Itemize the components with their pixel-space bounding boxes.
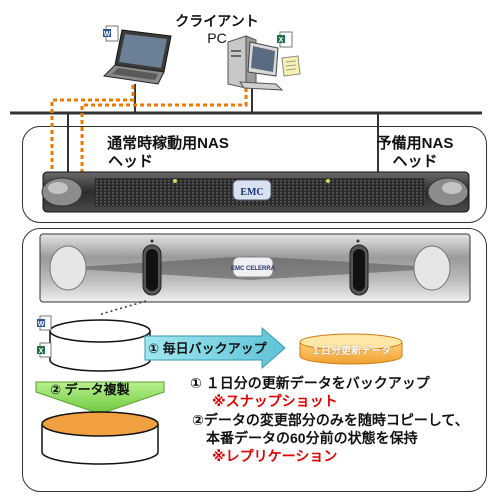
backup-arrow <box>144 326 286 370</box>
desc-item1: ① １日分の更新データをバックアップ <box>190 375 430 391</box>
backup-arrow-label: ① 毎日バックアップ <box>148 341 267 356</box>
client-data-path <box>50 85 248 176</box>
celerra-logo: EMC CELERRA <box>231 266 276 272</box>
standby-nas-label-line1: 予備用NAS <box>376 135 454 152</box>
snapshot-disk <box>299 333 403 365</box>
svg-text:X: X <box>39 348 44 355</box>
replicate-arrow-label: ② データ複製 <box>50 382 130 397</box>
laptop-icon <box>102 29 172 85</box>
nas-head-rack <box>41 171 470 213</box>
desc-item2-line2: 本番データの60分前の状態を保持 <box>206 430 418 446</box>
notepad-icon <box>281 55 301 77</box>
word-doc-icon: W <box>103 25 119 42</box>
network-bus <box>10 84 482 177</box>
svg-text:W: W <box>38 321 45 328</box>
replica-disk <box>41 411 159 465</box>
desc-item2-note: ※レプリケーション <box>212 448 338 464</box>
emc-logo: EMC <box>240 187 263 198</box>
storage-rack <box>39 233 471 303</box>
primary-disk <box>49 319 151 372</box>
storage-frame <box>22 228 487 492</box>
standby-nas-label-line2: ヘッド <box>392 153 438 170</box>
svg-text:X: X <box>279 37 284 44</box>
desktop-icon <box>227 35 284 91</box>
client-label-line2: PC <box>207 30 227 46</box>
excel-doc-icon: X <box>277 31 293 48</box>
desc-item1-note: ※スナップショット <box>212 393 338 409</box>
replicate-arrow <box>35 381 165 415</box>
standby-nas-label: 予備用NAS ヘッド <box>360 135 470 171</box>
nas-head-frame <box>22 126 487 223</box>
client-label-line1: クライアント <box>175 13 259 29</box>
desc-item2-line1: ②データの変更部分のみを随時コピーして、 <box>192 412 469 428</box>
primary-nas-label: 通常時稼動用NAS ヘッド <box>88 135 248 171</box>
word-doc-icon-2: W <box>37 315 52 331</box>
primary-nas-label-line2: ヘッド <box>108 153 154 170</box>
excel-doc-icon-2: X <box>37 342 52 358</box>
snapshot-disk-label: １日分更新データ <box>311 346 391 357</box>
svg-text:W: W <box>104 31 111 38</box>
rack-disk-connector <box>97 300 147 316</box>
client-label: クライアント PC <box>172 13 262 47</box>
primary-nas-label-line1: 通常時稼動用NAS <box>107 135 229 152</box>
